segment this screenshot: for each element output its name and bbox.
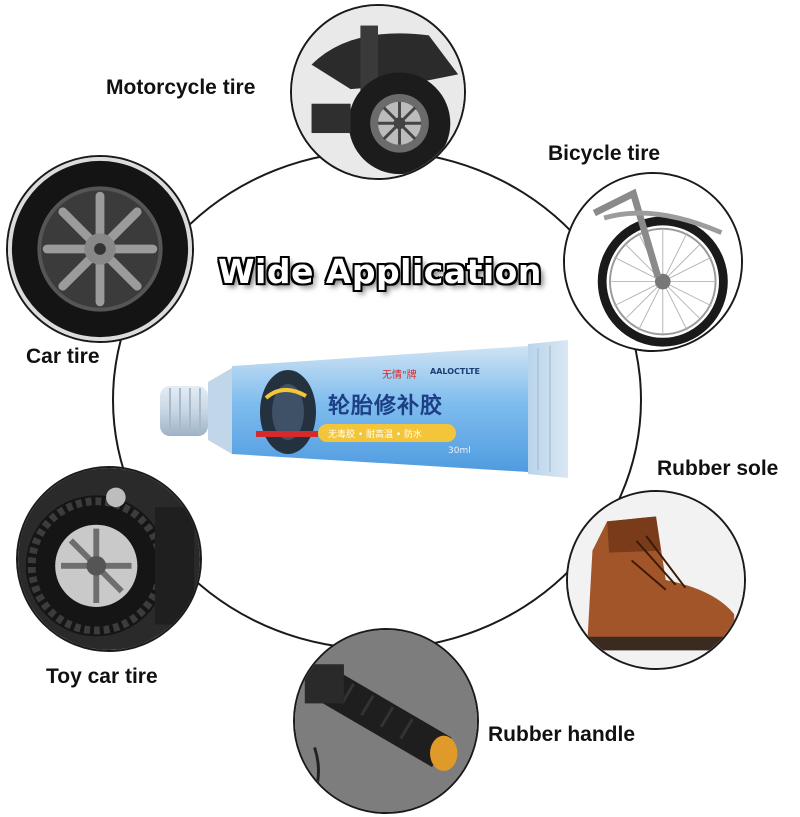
brand-mark: 无情"牌 <box>382 370 417 381</box>
product-name: 轮胎修补胶 <box>328 394 444 419</box>
motorcycle-icon <box>292 6 464 178</box>
toy-car-tire-photo <box>16 466 202 652</box>
wide-application-title: Wide Application <box>218 252 542 291</box>
rubber-handle-photo <box>293 628 479 814</box>
bicycle-icon <box>565 174 741 350</box>
bicycle-tire-label: Bicycle tire <box>548 142 661 165</box>
motorcycle-tire-photo <box>290 4 466 180</box>
car-tire-photo <box>6 155 194 343</box>
car-wheel-icon <box>8 157 192 341</box>
toy-wheel-icon <box>18 468 200 650</box>
rubber-sole-photo <box>566 490 746 670</box>
toy-car-tire-label: Toy car tire <box>46 665 158 688</box>
product-volume: 30ml <box>448 446 471 456</box>
rubber-sole-label: Rubber sole <box>657 457 779 480</box>
bicycle-tire-photo <box>563 172 743 352</box>
motorcycle-tire-label: Motorcycle tire <box>106 76 256 99</box>
tube-illustration <box>160 340 568 478</box>
brand-latin: AALOCTLTE <box>430 367 481 376</box>
boot-icon <box>568 492 744 668</box>
repair-glue-tube: 无情"牌 AALOCTLTE 轮胎修补胶 无毒胶 • 耐高温 • 防水 30ml <box>158 338 570 480</box>
product-features: 无毒胶 • 耐高温 • 防水 <box>328 430 423 440</box>
rubber-handle-label: Rubber handle <box>488 723 636 746</box>
handlebar-grip-icon <box>295 630 477 812</box>
car-tire-label: Car tire <box>26 345 100 368</box>
